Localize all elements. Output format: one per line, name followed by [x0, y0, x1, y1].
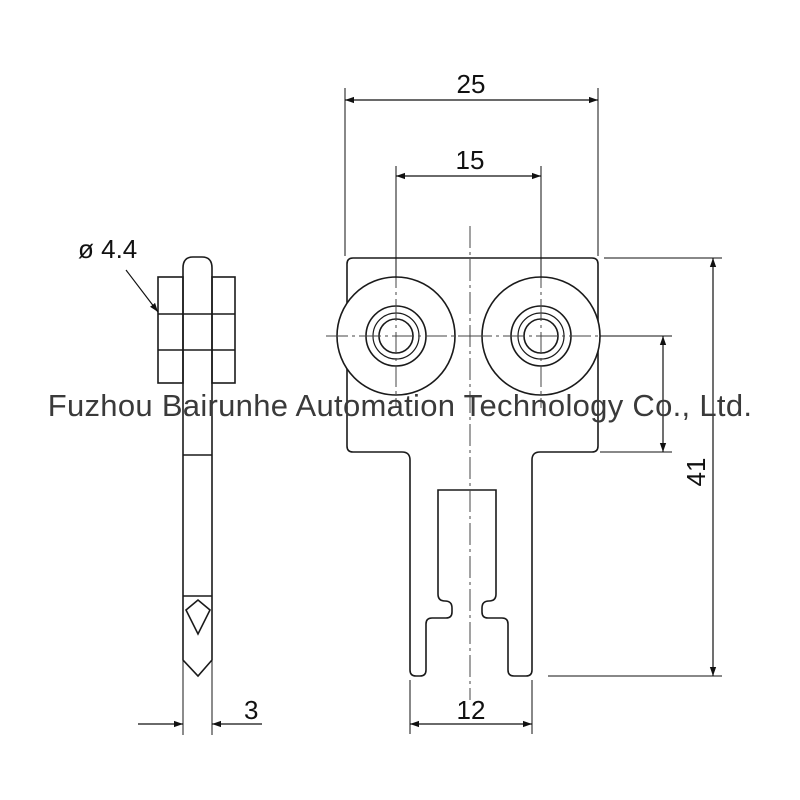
front-view	[336, 257, 601, 677]
side-view-roller-right	[211, 276, 236, 384]
centerlines	[326, 226, 616, 700]
hole-diameter-label: ø 4.4	[78, 234, 137, 264]
overall-width-label: 25	[457, 69, 486, 99]
overall-height-label: 41	[681, 458, 711, 487]
hole-spacing-label: 15	[456, 145, 485, 175]
thickness-label: 3	[244, 695, 258, 725]
side-view-roller-left	[157, 276, 184, 384]
tongue-width-label: 12	[457, 695, 486, 725]
company-watermark: Fuzhou Bairunhe Automation Technology Co…	[47, 388, 753, 423]
side-view-strip	[182, 256, 213, 678]
side-view	[157, 256, 236, 735]
side-view-tip-chamfer	[185, 598, 211, 636]
hole-diameter-callout	[125, 269, 159, 313]
dimension-lines	[345, 96, 717, 728]
front-view-outline	[346, 257, 599, 677]
extension-lines	[344, 88, 722, 734]
